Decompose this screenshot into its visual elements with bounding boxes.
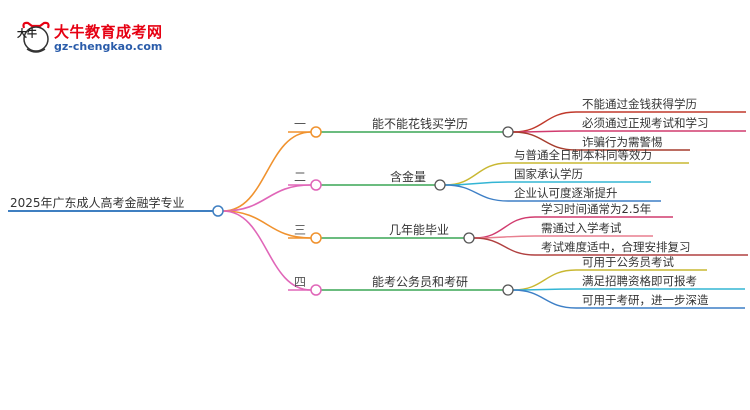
leaf-label: 企业认可度逐渐提升 <box>514 186 618 200</box>
leaf-link <box>512 269 577 291</box>
branch-number: 三 <box>294 223 306 237</box>
leaf-link <box>444 181 509 186</box>
mindmap-nodes: 2025年广东成人高考金融学专业 一 能不能花钱买学历 不能通过金钱获得学历必须通过正… <box>10 97 709 307</box>
logo-title: 大牛教育成考网 <box>54 23 163 41</box>
leaf-link <box>512 131 577 151</box>
leaf-label: 与普通全日制本科同等效力 <box>514 148 652 162</box>
branch-label: 能考公务员和考研 <box>372 274 468 289</box>
branch-link <box>222 184 312 212</box>
root-label: 2025年广东成人高考金融学专业 <box>10 195 185 210</box>
branch-label: 含金量 <box>390 169 426 184</box>
branch-label-node <box>463 232 475 244</box>
branch-label-node <box>434 179 446 191</box>
branch-label: 能不能花钱买学历 <box>372 116 468 131</box>
site-logo[interactable]: 大牛教育成考网 gz-chengkao.com <box>20 20 163 56</box>
branch-link <box>222 210 312 291</box>
leaf-label: 可用于考研，进一步深造 <box>582 293 709 307</box>
branch-number: 二 <box>294 170 306 184</box>
branch-number-node <box>310 179 322 191</box>
leaf-label: 必须通过正规考试和学习 <box>582 116 709 130</box>
leaf-link <box>473 216 536 239</box>
leaf-label: 可用于公务员考试 <box>582 255 674 269</box>
branch-number-node <box>310 232 322 244</box>
leaf-link <box>512 111 577 133</box>
branch-number-node <box>310 126 322 138</box>
bull-logo-icon <box>22 21 50 53</box>
leaf-link <box>444 184 509 202</box>
leaf-label: 国家承认学历 <box>514 167 583 181</box>
leaf-link <box>512 289 577 309</box>
branch-label-node <box>502 284 514 296</box>
branch-label: 几年能毕业 <box>389 223 449 237</box>
branch-link <box>222 131 312 212</box>
leaf-label: 考试难度适中，合理安排复习 <box>541 240 691 254</box>
leaf-label: 诈骗行为需警惕 <box>582 135 663 149</box>
leaf-label: 满足招聘资格即可报考 <box>582 274 697 288</box>
branch-number-node <box>310 284 322 296</box>
logo-mark-text: 大牛 <box>17 27 37 40</box>
branch-label-node <box>502 126 514 138</box>
leaf-label: 学习时间通常为2.5年 <box>541 202 651 216</box>
leaf-label: 需通过入学考试 <box>541 221 622 235</box>
leaf-link <box>473 237 536 256</box>
branch-number: 一 <box>294 117 306 131</box>
logo-url: gz-chengkao.com <box>54 40 163 53</box>
branch-number: 四 <box>294 275 306 289</box>
leaf-label: 不能通过金钱获得学历 <box>582 97 697 111</box>
mindmap-links <box>8 111 748 309</box>
branch-link <box>222 210 312 239</box>
root-node <box>212 205 224 217</box>
